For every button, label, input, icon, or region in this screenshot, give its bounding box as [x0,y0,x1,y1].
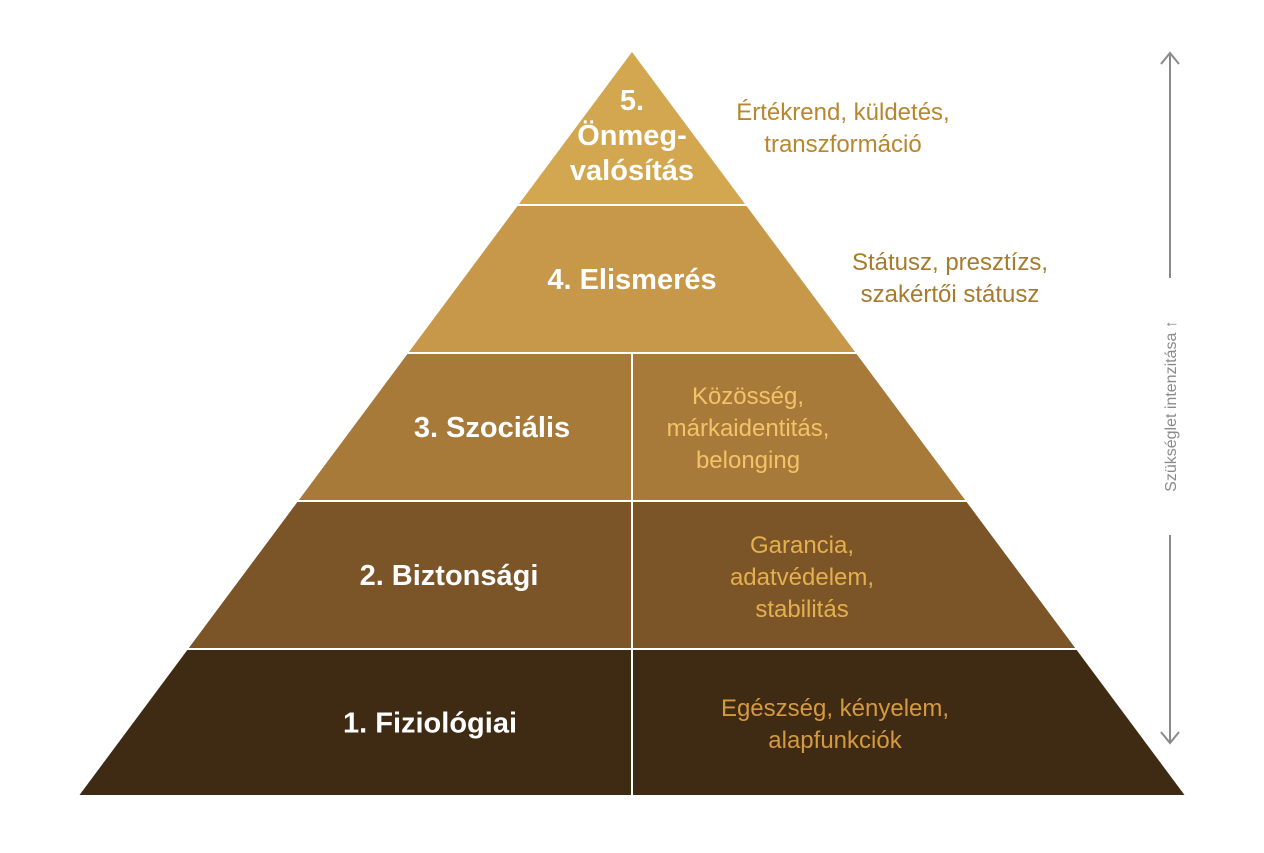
level-label: 1. Fiziológiai [343,708,517,740]
intensity-axis: Szükséglet intenzitása ↑ [1160,51,1180,745]
pyramid-level-3: 3. Szociális Közösség, márkaidentitás, belo… [298,354,966,500]
level-description: belonging [696,447,800,474]
pyramid-band [408,206,856,352]
level-description: transzformáció [764,131,921,158]
pyramid-level-4: 4. Elismerés Státusz, presztízs, szakértői… [408,206,1048,352]
level-description: Garancia, [750,532,854,559]
level-description: Státusz, presztízs, [852,249,1048,276]
level-label: 5. [620,85,644,117]
level-description: Közösség, [692,383,804,410]
level-description: adatvédelem, [730,564,874,591]
level-description: szakértői státusz [861,281,1040,308]
level-label: 3. Szociális [414,412,570,444]
level-description: Egészség, kényelem, [721,695,949,722]
pyramid-band [518,52,746,204]
level-label: Önmeg- [577,119,687,152]
pyramid-level-1: 1. Fiziológiai Egészség, kényelem, alapfun… [79,650,1185,795]
arrow-down-icon [1160,731,1180,745]
level-description: stabilitás [755,596,848,623]
pyramid-level-5: 5.Önmeg-valósítás Értékrend, küldetés, tra… [518,52,950,204]
level-label: valósítás [570,155,694,187]
level-description: márkaidentitás, [667,415,830,442]
level-description: Értékrend, küldetés, [736,99,949,126]
arrow-up-icon [1160,51,1180,65]
level-description: alapfunkciók [768,727,902,754]
level-label: 2. Biztonsági [360,560,539,592]
axis-label: Szükséglet intenzitása ↑ [1163,320,1180,492]
pyramid-level-2: 2. Biztonsági Garancia, adatvédelem, stabil… [188,502,1076,648]
level-label: 4. Elismerés [547,264,716,296]
